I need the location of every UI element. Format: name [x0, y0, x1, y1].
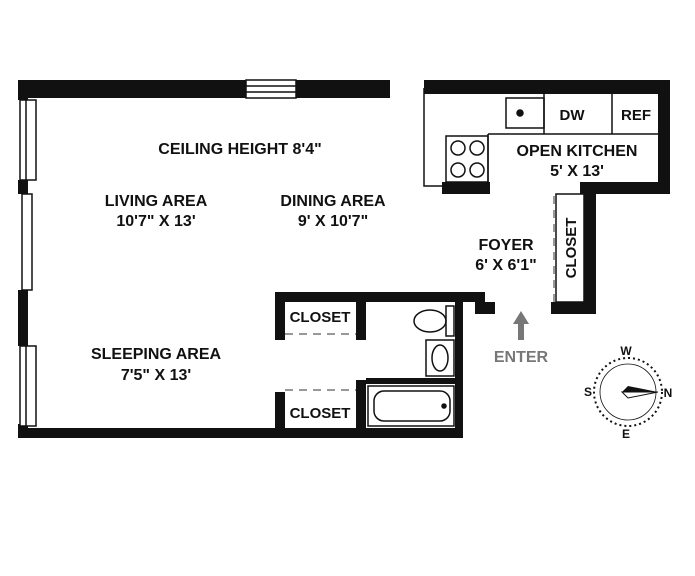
dishwasher-label: DW: [560, 107, 586, 124]
compass: W E S N: [584, 344, 672, 441]
living-area-name: LIVING AREA: [105, 193, 208, 210]
wall-left-top: [18, 80, 28, 100]
foyer-closet-box: [555, 193, 585, 303]
wall-foyer-right: [584, 182, 596, 314]
wall-kitchen-bottom: [580, 182, 670, 194]
foyer-closet: [553, 193, 585, 303]
kitchen-size: 5' X 13': [550, 163, 604, 180]
wall-foyer-bottom-stub: [551, 302, 596, 314]
tub-inner: [373, 390, 451, 422]
windows: [19, 79, 297, 427]
toilet-tank: [445, 305, 455, 337]
wall-bath-top: [275, 292, 485, 302]
walls: [18, 80, 670, 438]
ceiling-height-label: CEILING HEIGHT 8'4": [158, 141, 321, 158]
wall-closet-right-lower: [356, 380, 366, 438]
vanity: [425, 339, 455, 377]
kitchen-name: OPEN KITCHEN: [517, 143, 638, 160]
foyer-size: 6' X 6'1": [475, 257, 536, 274]
wall-closet-left-lower: [275, 392, 285, 438]
dining-area-name: DINING AREA: [280, 193, 386, 210]
wall-left-mid2: [18, 290, 28, 346]
labels: CEILING HEIGHT 8'4" LIVING AREA 10'7" X …: [91, 107, 651, 422]
window-left-upper: [19, 99, 37, 181]
stove: [445, 135, 489, 183]
wall-left-mid: [18, 180, 28, 194]
window-left-lower: [19, 345, 37, 427]
wall-right-kitchen: [658, 80, 670, 194]
wall-bottom-bath: [272, 428, 462, 438]
sink: [505, 97, 545, 129]
vanity-sink: [431, 344, 449, 372]
dining-area-size: 9' X 10'7": [298, 213, 368, 230]
toilet-bowl: [413, 309, 447, 333]
window-left-door: [21, 193, 33, 291]
compass-w: W: [620, 344, 632, 358]
wall-closet-right-upper: [356, 292, 366, 340]
bathroom: [285, 305, 455, 427]
closet-upper-label: CLOSET: [290, 309, 351, 326]
compass-s: S: [584, 385, 592, 399]
wall-top-mid: [296, 80, 390, 98]
kitchen: [423, 88, 658, 187]
enter-label: ENTER: [494, 349, 549, 366]
wall-kitchen-counter-stub: [442, 182, 490, 194]
tub: [367, 385, 455, 427]
wall-bath-entry-stub: [475, 302, 495, 314]
compass-e: E: [622, 427, 630, 441]
living-area-size: 10'7" X 13': [116, 213, 195, 230]
sleeping-area-name: SLEEPING AREA: [91, 346, 222, 363]
foyer-name: FOYER: [478, 237, 534, 254]
foyer-closet-label: CLOSET: [563, 218, 580, 279]
wall-bath-right: [455, 302, 463, 438]
window-top: [245, 79, 297, 99]
sleeping-area-size: 7'5" X 13': [121, 367, 191, 384]
compass-n: N: [664, 386, 673, 400]
wall-top-kitchen: [424, 80, 670, 94]
wall-closet-left-upper: [275, 292, 285, 340]
wall-bottom: [18, 428, 282, 438]
closet-lower-label: CLOSET: [290, 405, 351, 422]
refrigerator-label: REF: [621, 107, 651, 124]
compass-needle: [622, 386, 658, 392]
wall-bath-mid: [366, 378, 463, 384]
entry-arrow: [513, 311, 529, 340]
wall-top-left: [18, 80, 246, 98]
